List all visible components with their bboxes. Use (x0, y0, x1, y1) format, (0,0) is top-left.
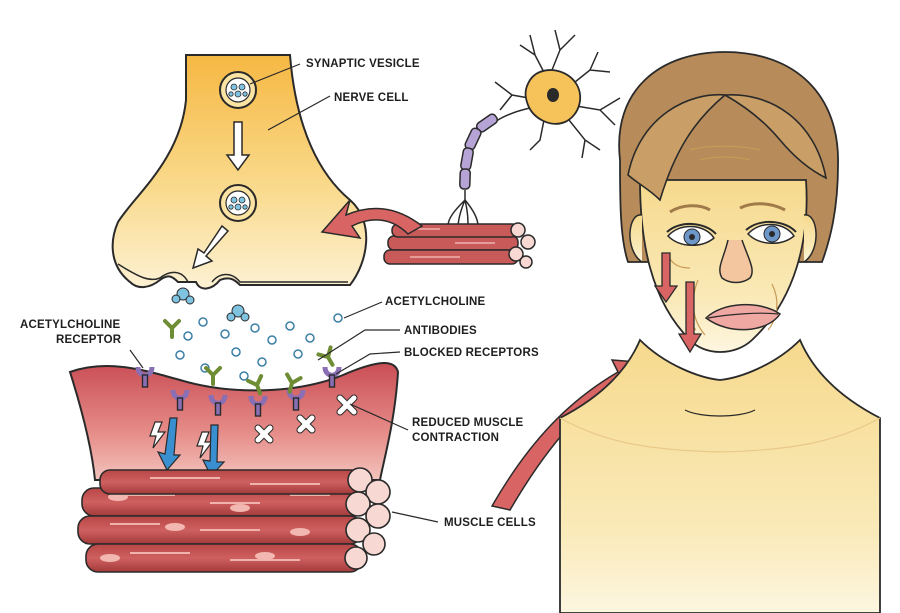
patient-face (559, 51, 881, 613)
muscle-fiber (85, 543, 363, 573)
muscle-fiber (77, 515, 363, 545)
nerve-terminal (111, 54, 368, 322)
activation-arrows (156, 417, 226, 478)
mouth (704, 304, 782, 331)
nerve-cell-neuron (447, 29, 621, 229)
label-blocked-receptors: BLOCKED RECEPTORS (404, 347, 539, 359)
receptor (208, 394, 228, 416)
fiber-ends (344, 467, 391, 570)
antibody (285, 372, 303, 394)
antibody (246, 374, 264, 396)
blocked-marks (254, 394, 358, 444)
muscle-end-plate (68, 362, 400, 481)
label-nerve-cell: NERVE CELL (334, 92, 409, 104)
left-eye (666, 223, 717, 246)
acetylcholine-molecules (175, 313, 343, 381)
vesicle-arrow-2 (191, 224, 230, 270)
synaptic-vesicle (219, 71, 257, 109)
x-icon (296, 414, 316, 434)
antibodies (163, 319, 335, 396)
label-acetylcholine: ACETYLCHOLINE (385, 296, 485, 308)
synaptic-vesicle-2 (219, 184, 257, 222)
zoom-arrow-left (320, 199, 424, 240)
label-muscle-cells: MUSCLE CELLS (444, 517, 536, 529)
labels: SYNAPTIC VESICLE NERVE CELL ACETYLCHOLIN… (20, 58, 539, 529)
releasing-vesicle (171, 287, 250, 322)
x-icon (254, 424, 274, 444)
signal-bolt (149, 421, 214, 459)
axon (447, 107, 531, 229)
receptor (135, 366, 155, 388)
leader-lines (129, 63, 439, 523)
vesicle-arrow-1 (225, 121, 251, 172)
receptor (322, 366, 342, 388)
acetylcholine-receptors (135, 366, 342, 417)
antibody (163, 319, 181, 339)
label-ach-receptor-line1: ACETYLCHOLINE (20, 319, 120, 331)
label-reduced-line1: REDUCED MUSCLE (412, 417, 524, 429)
label-synaptic-vesicle: SYNAPTIC VESICLE (306, 58, 420, 70)
label-reduced-line2: CONTRACTION (412, 432, 499, 444)
x-icon (336, 394, 358, 416)
droop-arrows (653, 252, 703, 354)
receptor (170, 389, 190, 411)
label-antibodies: ANTIBODIES (404, 325, 477, 337)
receptor (248, 395, 268, 417)
label-ach-receptor-line2: RECEPTOR (56, 334, 122, 346)
muscle-fiber (99, 469, 363, 495)
antibody (316, 345, 335, 367)
muscle-fibers (77, 467, 391, 573)
right-eye (745, 221, 797, 244)
small-muscle-bundle (383, 222, 536, 269)
antibody (204, 366, 222, 386)
